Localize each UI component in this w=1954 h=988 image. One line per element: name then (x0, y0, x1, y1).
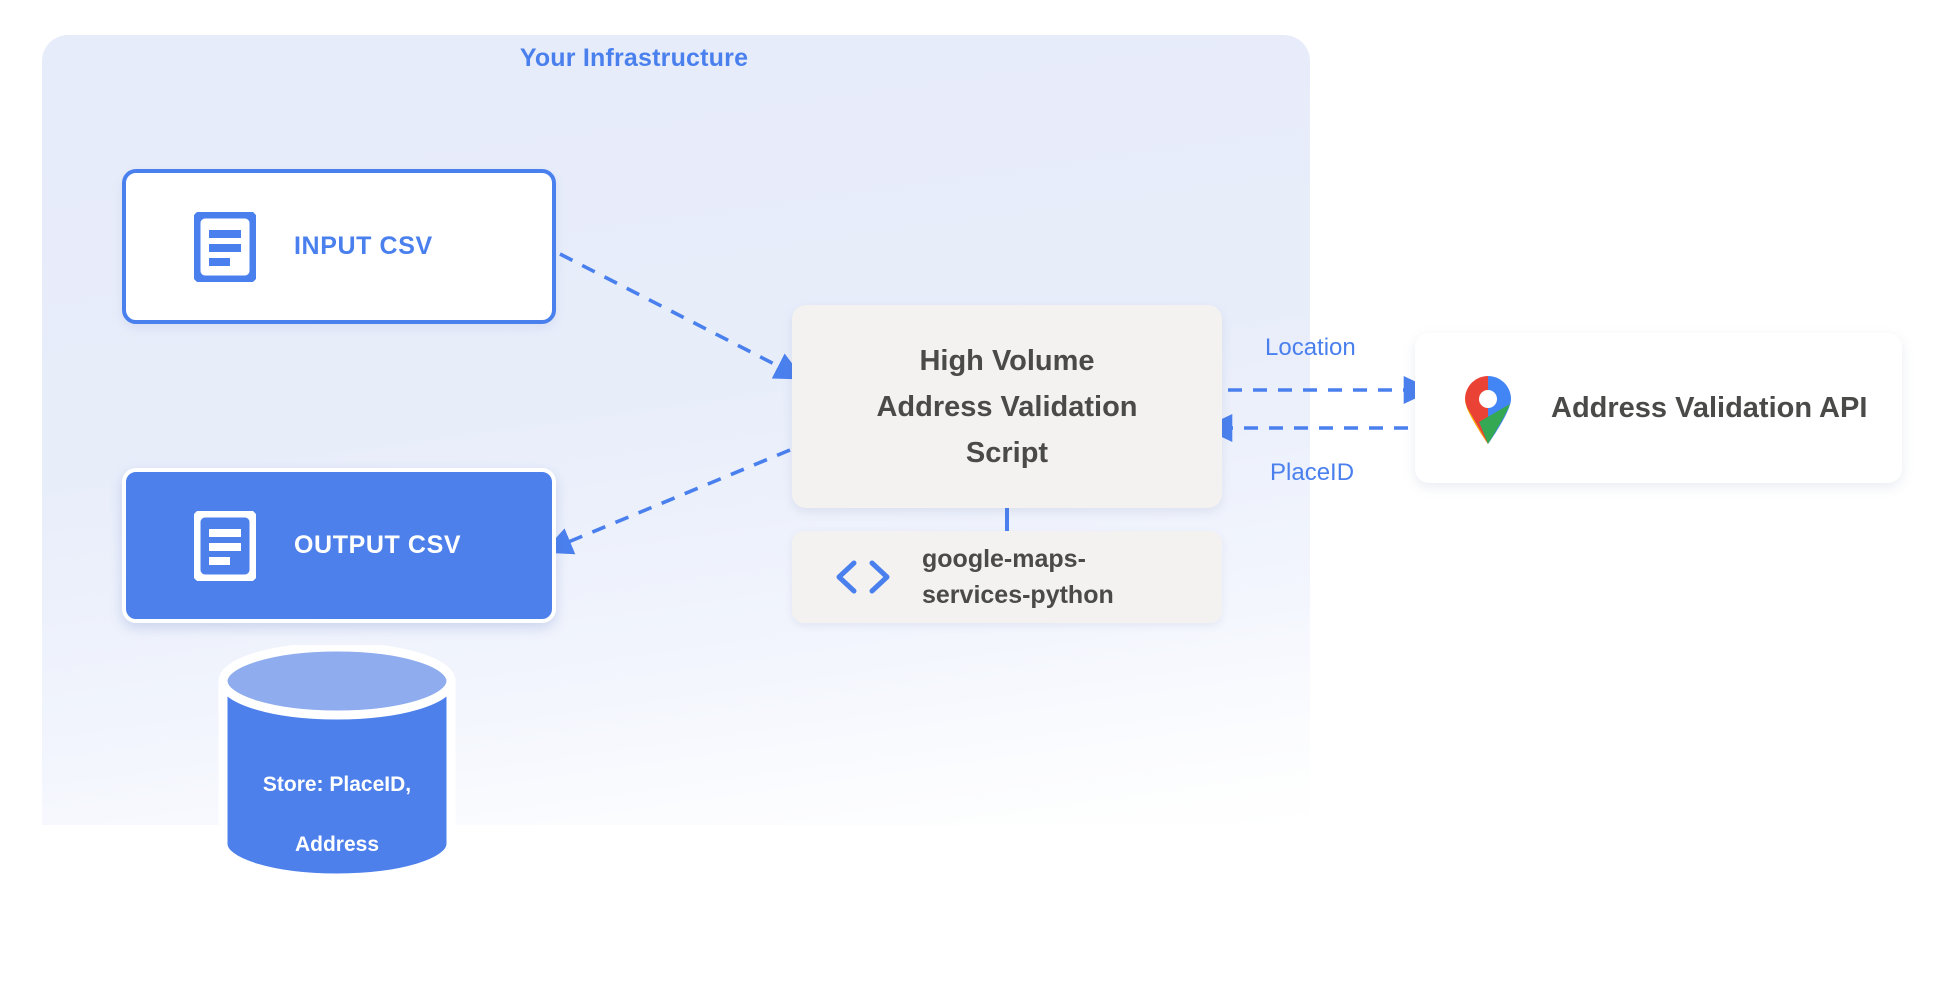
database-line-3: (True/False) (278, 893, 396, 916)
script-line-1: High Volume (919, 344, 1095, 377)
infrastructure-panel-title: Your Infrastructure (519, 44, 749, 72)
node-validation-script[interactable]: High Volume Address Validation Script (792, 305, 1222, 508)
node-output-csv-label: OUTPUT CSV (294, 531, 462, 559)
node-database[interactable]: Store: PlaceID, Address (True/False) (213, 642, 461, 916)
database-cylinder-icon (218, 642, 456, 883)
node-output-csv[interactable]: OUTPUT CSV (122, 468, 556, 623)
edge-label-location: Location (1265, 334, 1356, 361)
node-address-validation-api-label: Address Validation API (1551, 391, 1868, 424)
document-icon (194, 510, 256, 581)
script-line-3: Script (965, 436, 1049, 469)
library-line-2: services-python (922, 581, 1114, 609)
google-maps-pin-icon (1465, 376, 1511, 444)
edge-label-placeid: PlaceID (1270, 459, 1355, 486)
node-client-library[interactable]: google-maps- services-python (792, 531, 1222, 623)
database-line-2: Address (294, 833, 380, 856)
database-line-1: Store: PlaceID, (262, 773, 412, 796)
document-icon (194, 211, 256, 282)
node-client-library-label: google-maps- services-python (922, 541, 1114, 613)
library-line-1: google-maps- (922, 545, 1086, 573)
node-database-label: Store: PlaceID, Address (True/False) (213, 740, 461, 950)
script-line-2: Address Validation (876, 390, 1138, 423)
code-brackets-icon (836, 560, 890, 594)
node-input-csv-label: INPUT CSV (294, 232, 433, 260)
node-input-csv[interactable]: INPUT CSV (122, 169, 556, 324)
node-address-validation-api[interactable]: Address Validation API (1415, 333, 1902, 483)
